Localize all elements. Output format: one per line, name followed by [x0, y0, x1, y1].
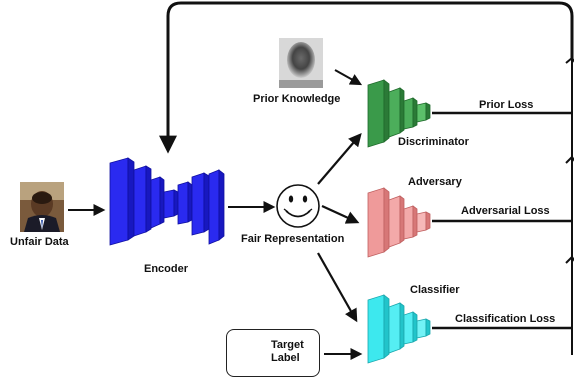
adversary-network	[367, 187, 431, 258]
arrow-to-adversary	[321, 204, 360, 224]
classification-loss-label: Classification Loss	[455, 313, 556, 325]
discriminator-label: Discriminator	[398, 136, 469, 148]
unfair-data-label: Unfair Data	[10, 236, 69, 248]
adversary-label: Adversary	[408, 176, 462, 188]
classifier-network	[367, 294, 431, 364]
classifier-label: Classifier	[410, 284, 460, 296]
fair-representation-label: Fair Representation	[241, 233, 345, 245]
arrow-to-classifier	[317, 252, 358, 323]
arrow-prior-to-discriminator	[334, 69, 363, 86]
prior-knowledge-label: Prior Knowledge	[253, 93, 341, 105]
target-label-line2: Label	[271, 352, 300, 364]
discriminator-network	[367, 79, 431, 148]
prior-loss-label: Prior Loss	[479, 99, 534, 111]
encoder-label: Encoder	[144, 263, 189, 275]
blurred-portrait-icon	[279, 38, 323, 88]
portrait-photo-icon	[20, 182, 64, 232]
encoder-network	[109, 157, 225, 246]
arrow-to-discriminator	[317, 132, 362, 185]
smiley-face-icon	[276, 184, 320, 228]
target-label-line1: Target	[271, 339, 304, 351]
adversarial-loss-label: Adversarial Loss	[461, 205, 550, 217]
target-label-box: Target Label	[226, 329, 320, 377]
feedback-loop-line	[159, 1, 574, 154]
target-label-text: Target Label	[271, 339, 304, 365]
